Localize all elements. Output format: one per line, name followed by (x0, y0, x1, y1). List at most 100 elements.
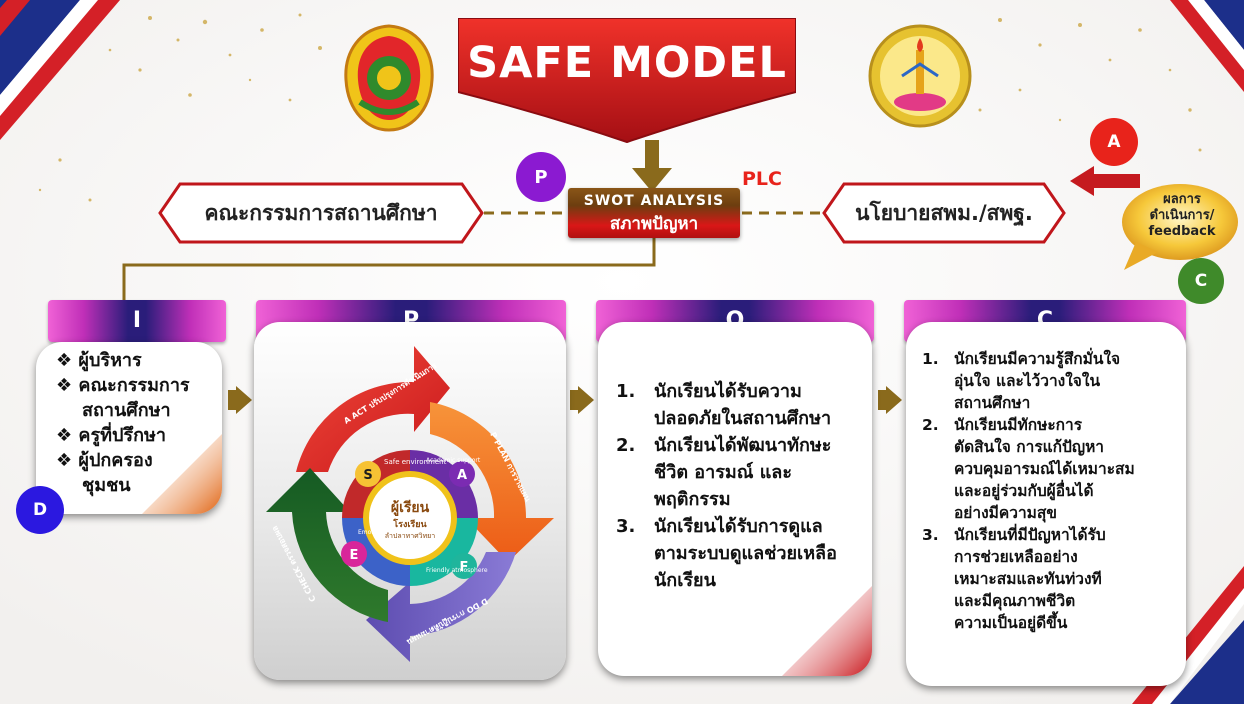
diamond-bullet-icon: ❖ (56, 450, 73, 471)
column-i-head-label: I (132, 308, 142, 333)
c-item-3-line-2: การช่วยเหลืออย่าง (954, 548, 1078, 566)
column-o-card: 1. นักเรียนได้รับความ ปลอดภัยในสถานศึกษา… (598, 322, 872, 676)
policy-label: นโยบายสพม./สพฐ. (855, 200, 1033, 225)
do-arrow (366, 552, 516, 662)
ring-text-safe: Safe environment (384, 458, 447, 466)
marker-d-label: D (32, 500, 48, 520)
i-item-2: ❖ คณะกรรมการ (56, 373, 190, 398)
letter-e: E (350, 548, 359, 563)
center-line-1: ผู้เรียน (391, 500, 430, 516)
o-item-2-line-2: ชีวิต อารมณ์ และ (654, 462, 792, 483)
i-item-2-text: คณะกรรมการ (78, 375, 190, 396)
o-item-1-line-1: นักเรียนได้รับความ (654, 381, 802, 402)
committee-label: คณะกรรมการสถานศึกษา (204, 200, 438, 225)
o-item-3-line-1: นักเรียนได้รับการดูแล (654, 516, 823, 537)
swot-subtitle: สภาพปัญหา (609, 214, 699, 234)
column-c-card: 1. นักเรียนมีความรู้สึกมั่นใจ อุ่นใจ และ… (906, 322, 1186, 686)
feedback-bubble (1122, 184, 1238, 270)
marker-a-label: A (1107, 132, 1121, 152)
marker-d-circle: D (16, 486, 64, 534)
swot-box: SWOT ANALYSIS สภาพปัญหา (568, 188, 740, 238)
ring-text-emotional: Emotional support (358, 529, 414, 536)
i-item-3: ❖ ครูที่ปรึกษา (56, 423, 190, 448)
o-item-2-line-3: พฤติกรรม (654, 489, 731, 510)
i-item-4-cont: ชุมชน (82, 475, 131, 496)
o-item-1-num: 1. (616, 381, 636, 402)
committee-box-shape (158, 182, 484, 244)
ring-text-academic: Academic support (426, 457, 481, 464)
pdca-cycle: S A F E Safe environment Academic suppor… (266, 346, 554, 662)
marker-p-label: P (534, 166, 548, 188)
c-item-1-line-1: นักเรียนมีความรู้สึกมั่นใจ (954, 350, 1121, 368)
o-item-3-line-2: ตามระบบดูแลช่วยเหลือ (654, 543, 837, 564)
committee-box: คณะกรรมการสถานศึกษา (158, 182, 484, 244)
o-item-3-num: 3. (616, 516, 636, 537)
letter-f: F (460, 560, 469, 575)
marker-c-label: C (1194, 271, 1208, 291)
c-item-3-line-5: ความเป็นอยู่ดีขึ้น (954, 614, 1068, 632)
c-item-1-line-2: อุ่นใจ และไว้วางใจใน (954, 372, 1101, 390)
center-line-2: โรงเรียน (392, 518, 427, 530)
c-item-2-line-5: อย่างมีความสุข (954, 504, 1057, 522)
column-c-list: 1. นักเรียนมีความรู้สึกมั่นใจ อุ่นใจ และ… (922, 348, 1184, 634)
c-item-2-line-4: และอยู่ร่วมกับผู้อื่นได้ (954, 482, 1094, 500)
column-p-card: S A F E Safe environment Academic suppor… (254, 322, 566, 680)
center-line-3: ลำปลาทาศวิทยา (385, 532, 436, 540)
o-item-1-line-2: ปลอดภัยในสถานศึกษา (654, 408, 832, 429)
marker-a-circle: A (1090, 118, 1138, 166)
page-title: SAFE MODEL (467, 38, 787, 88)
feedback-line-1: ผลการ (1163, 192, 1201, 207)
school-emblem (868, 24, 972, 128)
column-o-list: 1. นักเรียนได้รับความ ปลอดภัยในสถานศึกษา… (616, 378, 866, 594)
c-item-1: 1. นักเรียนมีความรู้สึกมั่นใจ อุ่นใจ และ… (922, 348, 1184, 414)
o-item-3: 3. นักเรียนได้รับการดูแล ตามระบบดูแลช่วย… (616, 513, 866, 594)
i-item-4-text: ผู้ปกครอง (78, 450, 153, 471)
act-arrow (296, 346, 450, 472)
card-i-accent (142, 434, 222, 514)
o-item-1: 1. นักเรียนได้รับความ ปลอดภัยในสถานศึกษา (616, 378, 866, 432)
diamond-bullet-icon: ❖ (56, 425, 73, 446)
left-arrow-icon (1070, 166, 1140, 196)
c-item-3-line-3: เหมาะสมและทันท่วงที (954, 570, 1102, 588)
plan-arrow (430, 402, 554, 562)
diamond-bullet-icon: ❖ (56, 375, 73, 396)
ring-text-friendly: Friendly atmosphere (426, 567, 488, 574)
i-item-3-text: ครูที่ปรึกษา (78, 425, 166, 446)
title-banner (458, 18, 796, 144)
swot-title: SWOT ANALYSIS (583, 193, 725, 209)
right-arrow-icon (228, 386, 252, 414)
down-arrow-icon (632, 140, 672, 192)
c-item-3-num: 3. (922, 526, 939, 544)
i-item-2-cont: สถานศึกษา (82, 400, 171, 421)
marker-c-circle: C (1178, 258, 1224, 304)
letter-s: S (363, 468, 372, 483)
right-arrow-icon (878, 386, 902, 414)
i-item-1-text: ผู้บริหาร (78, 350, 142, 371)
c-item-2-line-3: ควบคุมอารมณ์ได้เหมาะสม (954, 460, 1135, 478)
marker-p-circle: P (516, 152, 566, 202)
c-item-3-line-1: นักเรียนที่มีปัญหาได้รับ (954, 526, 1106, 544)
c-item-2-line-1: นักเรียนมีทักษะการ (954, 416, 1083, 434)
o-item-3-line-3: นักเรียน (654, 570, 716, 591)
feedback-line-2: ดำเนินการ/ (1149, 208, 1215, 223)
feedback-line-3: feedback (1148, 224, 1216, 239)
diamond-bullet-icon: ❖ (56, 350, 73, 371)
feedback-text: ผลการ ดำเนินการ/ feedback (1134, 192, 1230, 240)
o-item-2-num: 2. (616, 435, 636, 456)
o-item-2: 2. นักเรียนได้พัฒนาทักษะ ชีวิต อารมณ์ แล… (616, 432, 866, 513)
o-item-2-line-1: นักเรียนได้พัฒนาทักษะ (654, 435, 832, 456)
obec-emblem (344, 24, 434, 132)
card-o-accent (782, 586, 872, 676)
policy-box: นโยบายสพม./สพฐ. (822, 182, 1066, 244)
c-item-2-num: 2. (922, 416, 939, 434)
column-i-card: ❖ ผู้บริหาร ❖ คณะกรรมการ สถานศึกษา ❖ ครู… (36, 342, 222, 514)
c-item-2: 2. นักเรียนมีทักษะการ ตัดสินใจ การแก้ปัญ… (922, 414, 1184, 524)
c-item-1-num: 1. (922, 350, 939, 368)
plc-label: PLC (742, 168, 782, 190)
policy-box-shape (822, 182, 1066, 244)
i-item-1: ❖ ผู้บริหาร (56, 348, 190, 373)
check-arrow (266, 468, 388, 622)
c-item-2-line-2: ตัดสินใจ การแก้ปัญหา (954, 438, 1104, 456)
